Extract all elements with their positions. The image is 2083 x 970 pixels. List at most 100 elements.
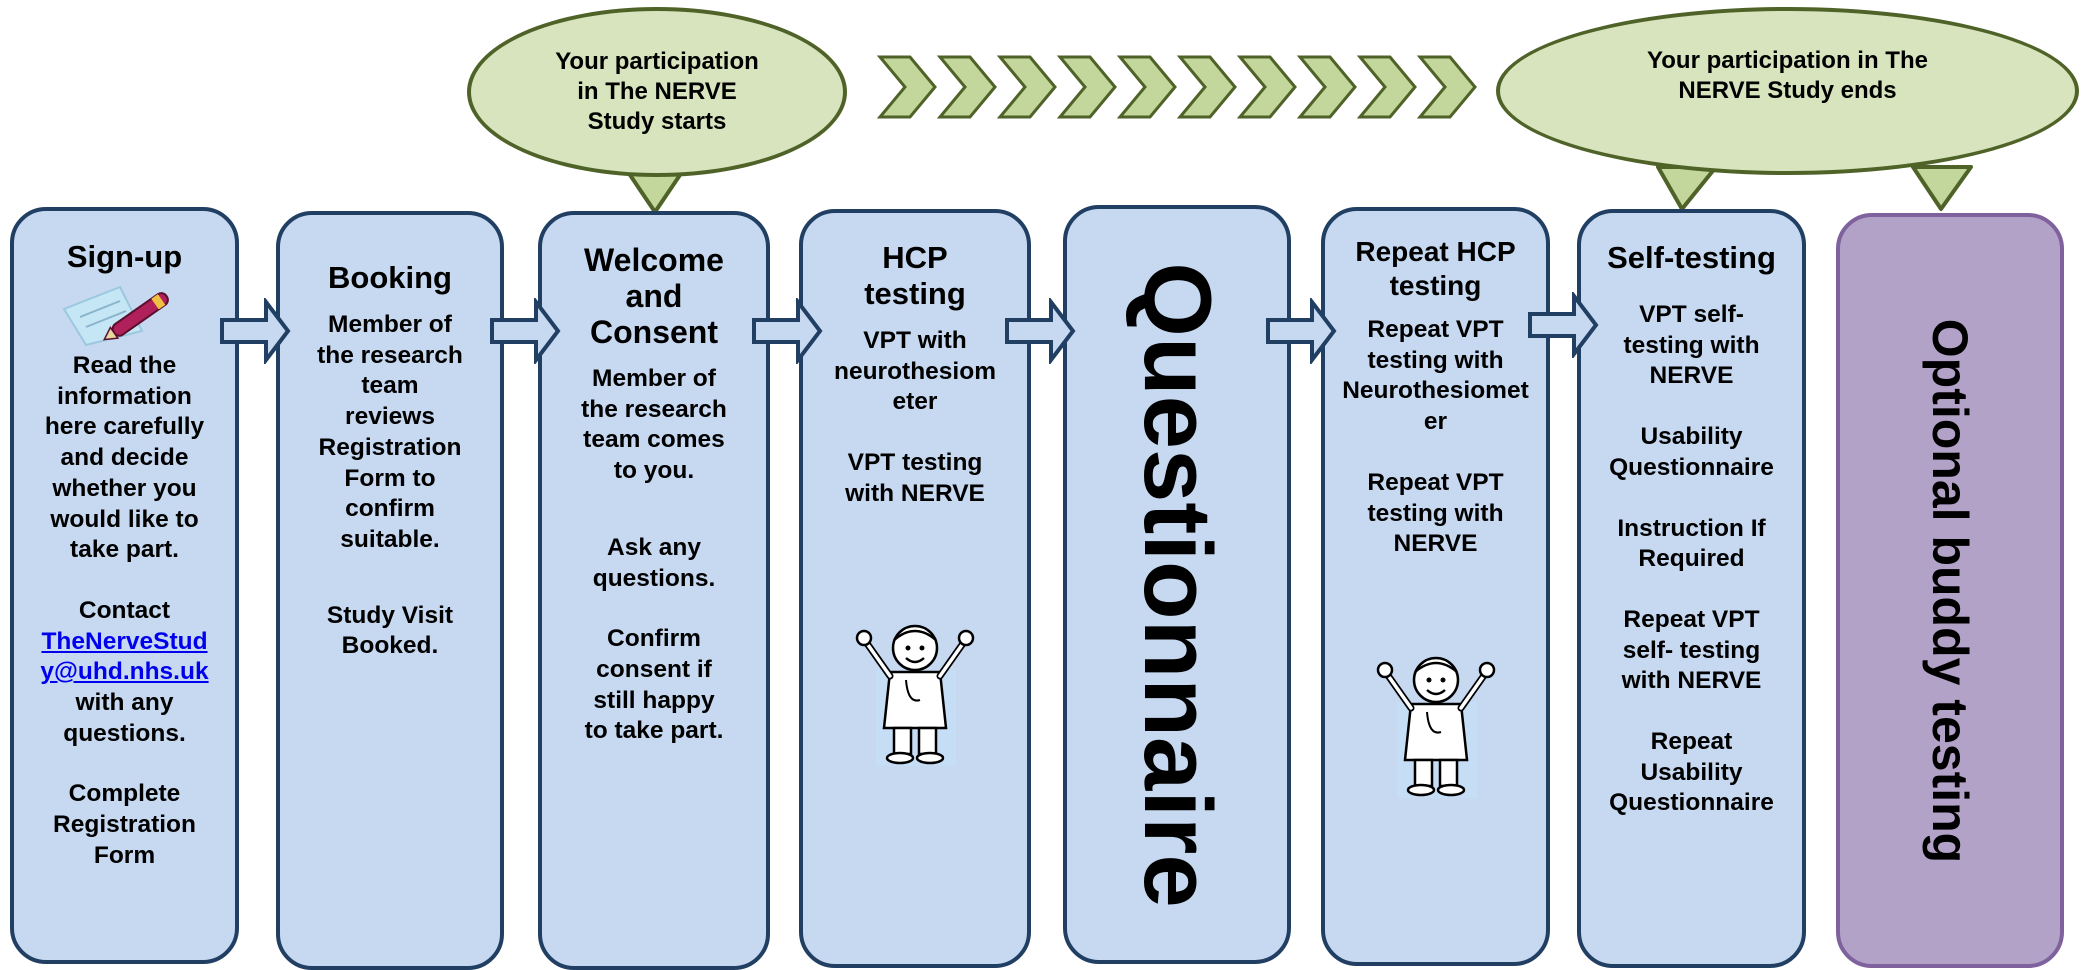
email-link[interactable]: y@uhd.nhs.uk: [40, 658, 209, 686]
signup-complete: Complete: [68, 780, 181, 808]
chevron-icon: [1056, 55, 1117, 119]
start-bubble-line: Study starts: [587, 108, 727, 135]
start-bubble-line: Your participation: [555, 48, 759, 75]
booking-visit: Booked.: [341, 632, 439, 660]
flow-arrow-icon: [1266, 298, 1337, 364]
welcome-title: and: [625, 278, 683, 314]
welcome-text: to you.: [613, 457, 695, 485]
signup-contact-text: questions.: [63, 719, 186, 747]
step-optional-buddy: Optional buddy testing: [1836, 213, 2064, 968]
self-testing-text3: Required: [1638, 545, 1745, 573]
signup-title: Sign-up: [66, 239, 183, 274]
welcome-title: Consent: [590, 314, 718, 350]
start-bubble: Your participation in The NERVE Study st…: [467, 7, 847, 177]
flow-arrow-icon: [1005, 298, 1076, 364]
questionnaire-title: Questionnaire: [1124, 261, 1231, 908]
signup-contact-text: with any: [75, 689, 174, 717]
pen-and-paper-icon: [62, 285, 169, 347]
email-link[interactable]: TheNerveStud: [41, 627, 208, 655]
booking-text: Registration: [318, 433, 462, 461]
signup-text: here carefully: [44, 413, 205, 441]
signup-text: would like to: [50, 505, 199, 533]
signup-text: take part.: [70, 536, 179, 564]
self-testing-text: testing with: [1623, 331, 1760, 359]
self-testing-text3: Instruction If: [1617, 514, 1766, 542]
self-testing-text4: with NERVE: [1621, 667, 1762, 695]
self-testing-text4: self- testing: [1622, 636, 1761, 664]
optional-buddy-title: Optional buddy testing: [1922, 318, 1978, 863]
welcome-questions: questions.: [592, 564, 716, 592]
booking-text: confirm: [345, 495, 435, 523]
booking-text: team: [361, 372, 419, 400]
repeat-hcp-text2: testing with: [1367, 499, 1504, 527]
repeat-hcp-text: Repeat VPT: [1367, 316, 1504, 343]
flow-arrow-icon: [1528, 292, 1599, 358]
self-testing-text5: Questionnaire: [1609, 789, 1774, 817]
start-bubble-line: in The NERVE: [577, 78, 737, 105]
chevron-icon: [1416, 55, 1477, 119]
chevron-icon: [1236, 55, 1297, 119]
flow-arrow-icon: [490, 298, 561, 364]
welcome-title: Welcome: [584, 242, 724, 278]
step-questionnaire: Questionnaire: [1063, 205, 1291, 964]
step-welcome: Welcome and Consent Member of the resear…: [538, 211, 770, 970]
chevron-icon: [1176, 55, 1237, 119]
end-bubble-tail-right: [1911, 165, 1973, 211]
signup-complete: Registration: [53, 811, 196, 839]
chevron-icon: [996, 55, 1057, 119]
hcp-text: neurothesiom: [834, 357, 996, 385]
welcome-confirm: still happy: [593, 686, 715, 714]
hcp-text: VPT with: [863, 327, 967, 354]
welcome-confirm: to take part.: [584, 717, 724, 745]
chevron-icon: [876, 55, 937, 119]
self-testing-text5: Usability: [1640, 758, 1743, 786]
step-self-testing: Self-testing VPT self- testing with NERV…: [1577, 209, 1806, 968]
repeat-hcp-text: Neurothesiomet: [1342, 377, 1529, 405]
self-testing-text5: Repeat: [1650, 728, 1733, 756]
booking-text: Form to: [344, 464, 436, 492]
hcp-text: eter: [892, 388, 938, 416]
booking-text: reviews: [345, 403, 435, 431]
repeat-hcp-text: testing with: [1367, 346, 1504, 374]
booking-text: the research: [317, 341, 463, 369]
repeat-hcp-title: Repeat HCP: [1355, 236, 1516, 267]
self-testing-text: NERVE: [1649, 362, 1734, 390]
self-testing-title: Self-testing: [1607, 240, 1776, 275]
end-bubble: Your participation in The NERVE Study en…: [1496, 7, 2079, 175]
hcp-text2: with NERVE: [845, 479, 985, 507]
hcp-title: testing: [864, 276, 966, 311]
repeat-hcp-text2: NERVE: [1393, 530, 1478, 558]
chevron-icon: [936, 55, 997, 119]
repeat-hcp-title: testing: [1389, 270, 1482, 301]
step-hcp: HCP testing VPT with neurothesiom eter V…: [799, 209, 1031, 968]
signup-contact: Contact: [78, 596, 171, 624]
repeat-hcp-text2: Repeat VPT: [1367, 468, 1504, 496]
step-booking: Booking Member of the research team revi…: [276, 211, 504, 970]
booking-text: Member of: [328, 311, 452, 338]
signup-complete: Form: [93, 841, 156, 869]
doctor-icon: [1376, 656, 1495, 798]
doctor-icon: [855, 624, 975, 766]
self-testing-text: VPT self-: [1639, 301, 1744, 328]
end-bubble-line: NERVE Study ends: [1678, 77, 1897, 104]
repeat-hcp-text: er: [1423, 408, 1448, 436]
booking-text: suitable.: [340, 525, 440, 553]
chevron-icon: [1356, 55, 1417, 119]
signup-text: Read the: [72, 352, 177, 379]
chevron-icon: [1296, 55, 1357, 119]
welcome-text: the research: [581, 395, 727, 423]
welcome-confirm: consent if: [596, 655, 712, 683]
booking-visit: Study Visit: [326, 601, 454, 629]
booking-title: Booking: [328, 260, 452, 295]
welcome-questions: Ask any: [607, 533, 701, 561]
step-signup: Sign-up Read the information here carefu…: [10, 207, 239, 964]
welcome-confirm: Confirm: [607, 625, 701, 653]
hcp-title: HCP: [882, 240, 948, 275]
self-testing-text2: Usability: [1640, 423, 1743, 451]
flow-arrow-icon: [220, 298, 291, 364]
signup-text: and decide: [60, 444, 189, 472]
welcome-text: team comes: [583, 426, 725, 454]
signup-text: whether you: [52, 474, 197, 502]
self-testing-text2: Questionnaire: [1609, 453, 1774, 481]
chevron-arrows: [876, 55, 1477, 119]
